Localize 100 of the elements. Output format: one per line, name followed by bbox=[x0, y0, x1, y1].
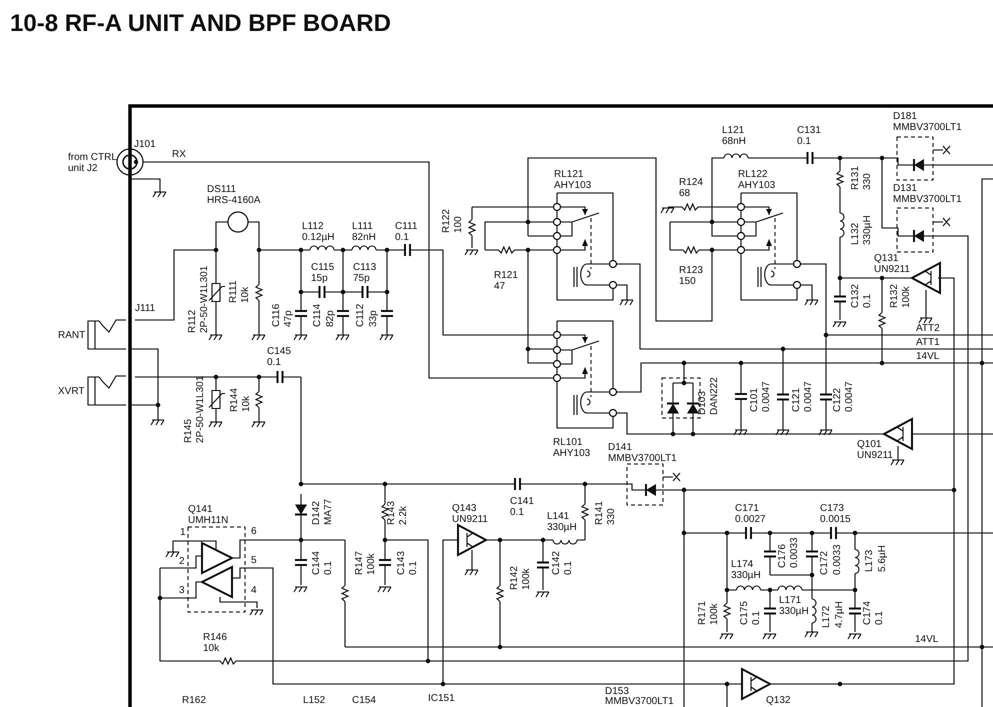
part-number: MMBV3700LT1 bbox=[893, 123, 962, 133]
component-value: 0.0027 bbox=[735, 515, 766, 525]
reference-designator: L132 bbox=[851, 222, 861, 245]
component-value: 330µH bbox=[731, 571, 761, 581]
component-value: 0.12µH bbox=[302, 233, 334, 243]
reference-designator: J101 bbox=[134, 140, 156, 150]
component-value: 10k bbox=[203, 644, 220, 654]
reference-designator: R171 bbox=[698, 601, 708, 625]
component-value: 0.1 bbox=[267, 358, 281, 368]
reference-designator: C145 bbox=[267, 347, 291, 357]
reference-designator: C122 bbox=[833, 388, 843, 412]
reference-designator: C142 bbox=[552, 551, 562, 575]
reference-designator: C143 bbox=[397, 551, 407, 575]
part-number: 2P-50-W1L301 bbox=[196, 376, 206, 443]
part-number: DAN222 bbox=[710, 377, 720, 415]
reference-designator: C141 bbox=[510, 497, 534, 507]
reference-designator: D153 bbox=[605, 687, 629, 697]
component-value: 0.0047 bbox=[762, 381, 772, 412]
part-number: MMBV3700LT1 bbox=[893, 195, 962, 205]
part-number: AHY103 bbox=[738, 181, 776, 191]
component-value: 33p bbox=[369, 310, 379, 327]
component-value: 0.1 bbox=[863, 294, 873, 308]
component-value: 68 bbox=[679, 189, 690, 199]
component-value: 330µH bbox=[547, 523, 577, 533]
reference-designator: D131 bbox=[893, 184, 917, 194]
reference-designator: RL101 bbox=[553, 438, 582, 448]
component-value: 330µH bbox=[863, 215, 873, 245]
component-value: 5.6µH bbox=[878, 545, 888, 572]
component-value: 0.1 bbox=[875, 611, 885, 625]
part-number: MA77 bbox=[324, 498, 334, 525]
component-value: 0.0015 bbox=[820, 515, 851, 525]
component-value: 82nH bbox=[352, 233, 376, 243]
title: 10-8 RF-A UNIT AND BPF BOARD bbox=[10, 10, 391, 38]
reference-designator: Q143 bbox=[452, 504, 476, 514]
reference-designator: R123 bbox=[679, 266, 703, 276]
component-value: 10k bbox=[241, 286, 251, 303]
reference-designator: C116 bbox=[272, 304, 282, 327]
reference-designator: C111 bbox=[395, 222, 418, 232]
reference-designator: R147 bbox=[355, 551, 365, 575]
component-value: 100k bbox=[522, 568, 532, 590]
component-value: 100k bbox=[367, 553, 377, 575]
pin-number: 6 bbox=[251, 527, 257, 537]
component-value: 2.2k bbox=[399, 506, 409, 525]
reference-designator: DS111 bbox=[207, 185, 236, 195]
signal-name: 14VL bbox=[916, 352, 940, 362]
reference-designator: R143 bbox=[387, 501, 397, 525]
reference-designator: L174 bbox=[731, 560, 754, 570]
reference-designator: Q141 bbox=[188, 505, 212, 515]
connector-label: XVRT bbox=[58, 387, 84, 397]
component-value: 0.0047 bbox=[804, 381, 814, 412]
reference-designator: R131 bbox=[851, 166, 861, 190]
component-value: 10k bbox=[242, 396, 252, 412]
component-value: 47p bbox=[284, 310, 294, 327]
reference-designator: IC151 bbox=[428, 694, 455, 704]
component-value: 330 bbox=[863, 173, 873, 190]
part-number: UN9211 bbox=[874, 265, 910, 275]
reference-designator: C101 bbox=[750, 388, 760, 412]
component-value: 0.0033 bbox=[790, 537, 800, 568]
reference-designator: C114 bbox=[313, 304, 323, 327]
reference-designator: C171 bbox=[735, 504, 759, 514]
reference-designator: R111 bbox=[229, 280, 239, 303]
part-number: MMBV3700LT1 bbox=[605, 697, 674, 707]
reference-designator: L172 bbox=[822, 606, 832, 628]
component-value: 0.1 bbox=[395, 233, 409, 243]
reference-designator: L121 bbox=[722, 126, 744, 136]
reference-designator: R141 bbox=[595, 501, 605, 525]
component-value: 100k bbox=[710, 603, 720, 625]
component-value: 4.7µH bbox=[835, 601, 845, 628]
signal-name: ATT2 bbox=[916, 324, 940, 334]
pin-number: 5 bbox=[251, 556, 257, 566]
reference-designator: D181 bbox=[893, 112, 917, 122]
reference-designator: R112 bbox=[188, 310, 198, 333]
reference-designator: R145 bbox=[184, 419, 194, 443]
component-value: 47 bbox=[494, 282, 506, 292]
reference-designator: L173 bbox=[865, 550, 875, 572]
component-value: 0.1 bbox=[510, 508, 524, 518]
component-value: 330 bbox=[607, 508, 617, 525]
reference-designator: J111 bbox=[135, 304, 156, 314]
reference-designator: C113 bbox=[353, 263, 376, 273]
reference-designator: D141 bbox=[608, 443, 632, 453]
reference-designator: Q131 bbox=[874, 254, 898, 264]
reference-designator: C131 bbox=[797, 126, 821, 136]
reference-designator: D142 bbox=[312, 501, 322, 525]
reference-designator: R124 bbox=[679, 178, 703, 188]
reference-designator: C121 bbox=[792, 388, 802, 412]
signal-name: ATT1 bbox=[916, 338, 940, 348]
reference-designator: L152 bbox=[303, 696, 326, 706]
reference-designator: RL121 bbox=[554, 170, 584, 180]
part-number: UMH11N bbox=[188, 516, 228, 526]
note-text: from CTRL bbox=[68, 153, 117, 163]
component-value: 0.0033 bbox=[833, 544, 843, 575]
component-value: 0.1 bbox=[752, 611, 762, 625]
reference-designator: R121 bbox=[494, 271, 518, 281]
reference-designator: R122 bbox=[442, 209, 452, 233]
reference-designator: C132 bbox=[851, 284, 861, 308]
reference-designator: R132 bbox=[890, 284, 900, 308]
reference-designator: C112 bbox=[356, 304, 366, 327]
reference-designator: L171 bbox=[779, 596, 802, 606]
component-value: 0.1 bbox=[564, 561, 574, 575]
component-value: 0.1 bbox=[324, 561, 334, 575]
